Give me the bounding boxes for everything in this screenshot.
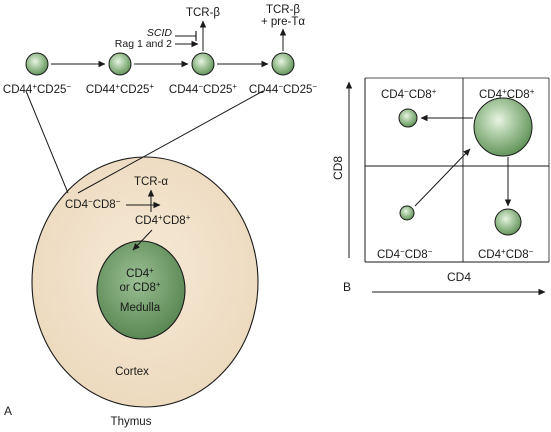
tcr-beta-label-2: TCR-β (266, 4, 300, 16)
medulla-cell-line-2: or CD8+ (119, 280, 160, 295)
cell-double-negative-small (399, 205, 415, 221)
tcr-beta-label-1: TCR-β (186, 7, 220, 19)
quadrant-bottom-right-label: CD4+CD8− (478, 247, 534, 262)
medulla-label: Medulla (120, 302, 161, 314)
cell-stage-4 (271, 52, 295, 76)
tcr-alpha-label: TCR-α (134, 176, 168, 188)
scid-label: SCID (147, 27, 173, 39)
quadrant-top-left-label: CD4−CD8+ (381, 87, 437, 102)
cell-stage-1 (25, 52, 49, 76)
quadrant-bottom-left-label: CD4−CD8− (377, 247, 433, 262)
medulla-cell-line-1: CD4+ (126, 266, 154, 281)
cell-stage-2 (108, 52, 132, 76)
double-positive-label: CD4+CD8+ (135, 213, 191, 228)
cell-stage-3 (191, 52, 215, 76)
arrow-dp-to-medulla (132, 229, 153, 251)
cd8-axis-label: CD8 (331, 156, 345, 180)
cell-double-positive-large (473, 97, 533, 157)
pre-t-alpha-label: + pre-Tα (261, 16, 305, 28)
funnel-line-right (77, 90, 264, 194)
arrow-dn-to-dp-plot (414, 148, 471, 207)
panel-b-letter: B (343, 280, 351, 294)
funnel-line-left (25, 90, 69, 194)
stage-2-label: CD44+CD25+ (86, 82, 154, 97)
stage-3-label: CD44−CD25+ (169, 82, 237, 97)
cd4-axis-label: CD4 (447, 270, 471, 284)
panel-a-letter: A (4, 404, 12, 418)
thymus-label: Thymus (111, 416, 152, 428)
double-negative-label: CD4−CD8− (65, 197, 121, 212)
rag-label: Rag 1 and 2 (115, 38, 172, 50)
stage-4-label: CD44−CD25− (249, 82, 317, 97)
cell-cd8-single-positive (398, 108, 418, 128)
stage-1-label: CD44+CD25− (3, 82, 71, 97)
cortex-label: Cortex (115, 366, 149, 378)
cell-cd4-single-positive (494, 208, 522, 236)
quadrant-top-right-label: CD4+CD8+ (479, 87, 535, 102)
